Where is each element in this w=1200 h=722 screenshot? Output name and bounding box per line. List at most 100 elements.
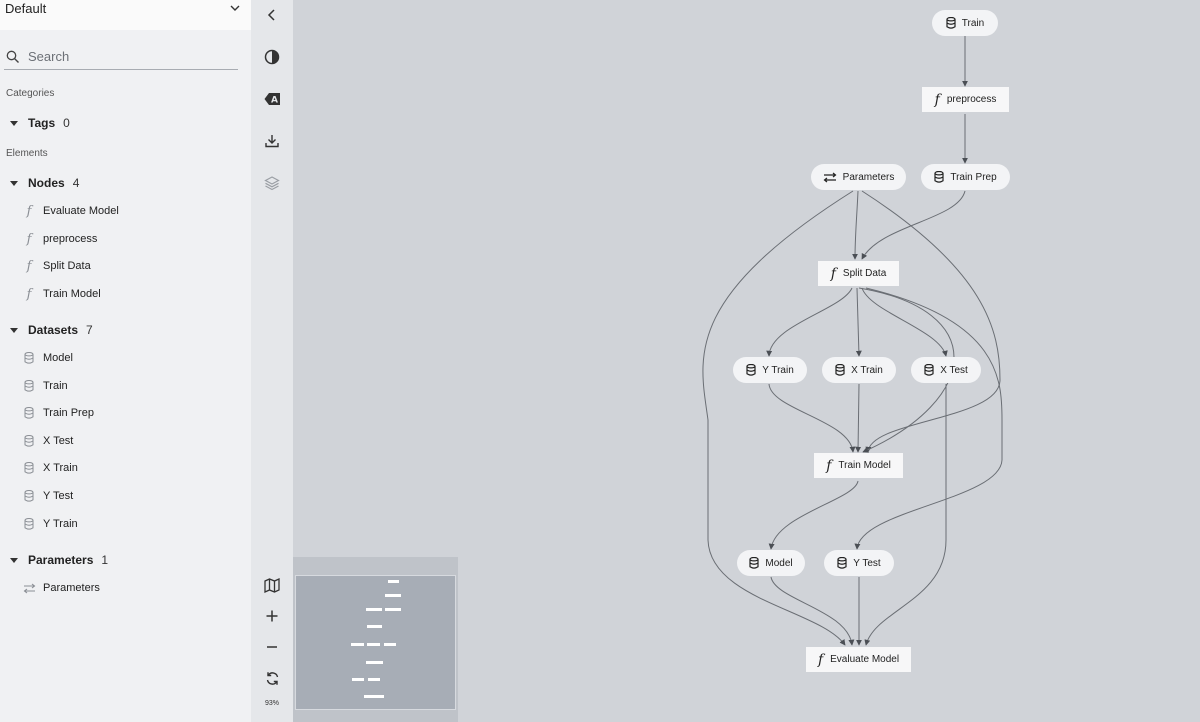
group-parameters[interactable]: Parameters 1 (10, 551, 108, 569)
group-tags[interactable]: Tags 0 (10, 114, 70, 132)
collapse-triangle-icon (10, 120, 18, 126)
sidebar-item-x-train[interactable]: X Train (22, 459, 78, 477)
collapse-triangle-icon (10, 327, 18, 333)
item-label: Parameters (43, 582, 100, 594)
node-label: preprocess (946, 94, 997, 105)
database-icon (22, 406, 36, 420)
item-label: Train (43, 380, 68, 392)
database-icon (22, 434, 36, 448)
parameters-icon (823, 172, 837, 183)
label-toggle-icon: A (264, 93, 280, 106)
theme-toggle-button[interactable] (251, 42, 293, 72)
node-dataset-train[interactable]: Train (932, 10, 998, 36)
svg-text:A: A (271, 96, 278, 106)
node-dataset-model[interactable]: Model (737, 550, 805, 576)
sidebar: Default Categories Tags 0 Elements Nodes… (0, 0, 251, 722)
sidebar-item-x-test[interactable]: X Test (22, 432, 73, 450)
collapse-sidebar-button[interactable] (251, 0, 293, 30)
search-icon (6, 50, 19, 63)
node-label: Evaluate Model (830, 654, 900, 665)
sidebar-item-model[interactable]: Model (22, 349, 73, 367)
minimap[interactable] (293, 557, 458, 722)
database-icon (22, 379, 36, 393)
sidebar-item-y-test[interactable]: Y Test (22, 487, 73, 505)
minimap-viewport[interactable] (295, 575, 456, 710)
sidebar-item-parameters[interactable]: Parameters (22, 579, 100, 597)
node-dataset-train-prep[interactable]: Train Prep (921, 164, 1010, 190)
group-datasets[interactable]: Datasets 7 (10, 321, 93, 339)
pipeline-graph[interactable]: Train f preprocess Parameters Train Prep… (293, 0, 1200, 722)
edge-split-data-x-train (855, 287, 862, 357)
minimap-node (367, 625, 382, 628)
minimap-node (366, 661, 383, 664)
node-dataset-y-test[interactable]: Y Test (824, 550, 894, 576)
zoom-out-button[interactable] (251, 632, 293, 662)
zoom-level: 93% (264, 700, 279, 707)
edge-split-data-y-train (766, 287, 853, 357)
item-label: X Test (43, 435, 74, 447)
function-icon: f (830, 265, 836, 282)
group-count: 4 (72, 176, 80, 190)
group-count: 1 (101, 553, 109, 567)
node-task-preprocess[interactable]: f preprocess (922, 87, 1009, 112)
database-icon (924, 364, 934, 376)
zoom-out-icon (267, 646, 277, 648)
database-icon (946, 17, 956, 29)
node-label: Y Test (853, 557, 881, 569)
edge-parameters-train-model (861, 190, 1001, 453)
node-dataset-y-train[interactable]: Y Train (733, 357, 807, 383)
group-count: 0 (63, 116, 70, 130)
node-task-split-data[interactable]: f Split Data (818, 261, 899, 286)
search-input[interactable] (28, 49, 228, 64)
sidebar-item-y-train[interactable]: Y Train (22, 515, 78, 533)
minimap-node (388, 580, 399, 583)
download-icon (265, 135, 279, 148)
pipeline-select[interactable]: Default (0, 0, 251, 30)
sidebar-item-train[interactable]: Train (22, 377, 68, 395)
node-task-train-model[interactable]: f Train Model (814, 453, 903, 478)
database-icon (934, 171, 944, 183)
item-label: Train Model (43, 288, 101, 300)
minimap-toggle-button[interactable] (251, 570, 293, 600)
node-parameters[interactable]: Parameters (811, 164, 906, 190)
database-icon (837, 557, 847, 569)
export-button[interactable] (251, 126, 293, 156)
edge-y-train-train-model (768, 383, 856, 453)
label-toggle-button[interactable]: A (251, 84, 293, 114)
function-icon: f (817, 651, 824, 668)
pipeline-select-value: Default (5, 1, 47, 16)
node-dataset-x-test[interactable]: X Test (911, 357, 981, 383)
function-icon: f (26, 258, 32, 274)
edge-train-model-model (768, 480, 859, 550)
chevron-down-icon (230, 5, 240, 11)
group-nodes[interactable]: Nodes 4 (10, 174, 79, 192)
item-label: Split Data (43, 260, 91, 272)
group-label: Nodes (28, 176, 65, 190)
reset-zoom-button[interactable] (251, 663, 293, 693)
zoom-in-button[interactable] (251, 601, 293, 631)
node-task-evaluate-model[interactable]: f Evaluate Model (806, 647, 911, 672)
theme-toggle-icon (264, 49, 280, 65)
toolbar: A 93% (251, 0, 293, 722)
layers-button[interactable] (251, 168, 293, 198)
group-label: Datasets (28, 323, 79, 337)
sidebar-item-split-data[interactable]: f Split Data (22, 257, 91, 275)
item-label: X Train (43, 462, 78, 474)
sidebar-item-train-prep[interactable]: Train Prep (22, 404, 94, 422)
parameters-icon (22, 581, 36, 595)
edge-x-train-train-model (855, 383, 862, 453)
minimap-node (366, 608, 382, 611)
minimap-node (385, 608, 401, 611)
node-dataset-x-train[interactable]: X Train (822, 357, 896, 383)
item-label: Evaluate Model (43, 205, 119, 217)
minimap-node (385, 594, 401, 597)
node-label: Train Model (838, 460, 891, 471)
function-icon: f (934, 91, 940, 108)
search-field[interactable] (4, 46, 238, 70)
item-label: Y Train (43, 518, 78, 530)
database-icon (746, 364, 756, 376)
categories-label: Categories (6, 88, 55, 99)
